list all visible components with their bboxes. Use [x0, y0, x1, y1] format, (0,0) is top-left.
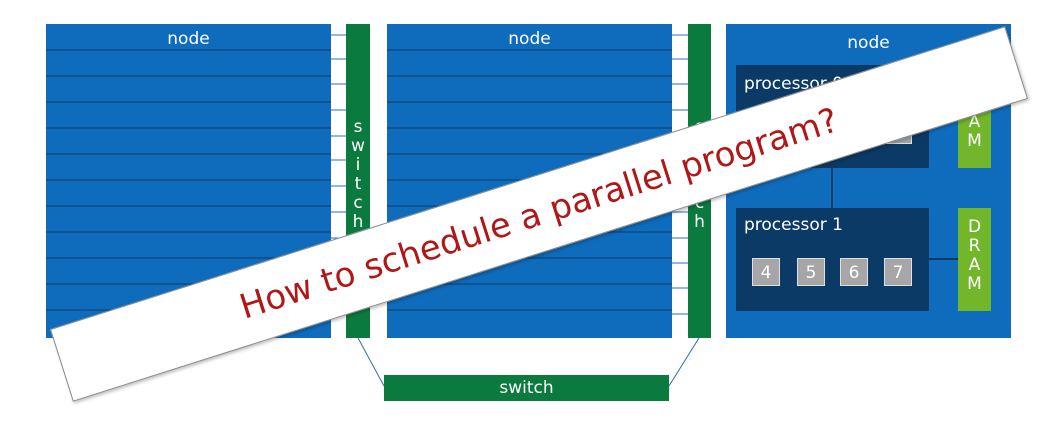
- core-6: 6: [840, 258, 868, 286]
- bottom-switch-label: switch: [499, 378, 554, 398]
- node-label-expanded: node: [847, 33, 890, 53]
- core-4: 4: [752, 258, 780, 286]
- node-label-left: node: [167, 29, 210, 49]
- dram-1-box: [958, 208, 991, 311]
- core-5: 5: [797, 258, 825, 286]
- node-label-middle: node: [508, 29, 551, 49]
- processor-1-label: processor 1: [744, 215, 843, 235]
- uplink-lines: [357, 337, 700, 387]
- core-7: 7: [884, 258, 912, 286]
- switch-bottom: [384, 375, 669, 401]
